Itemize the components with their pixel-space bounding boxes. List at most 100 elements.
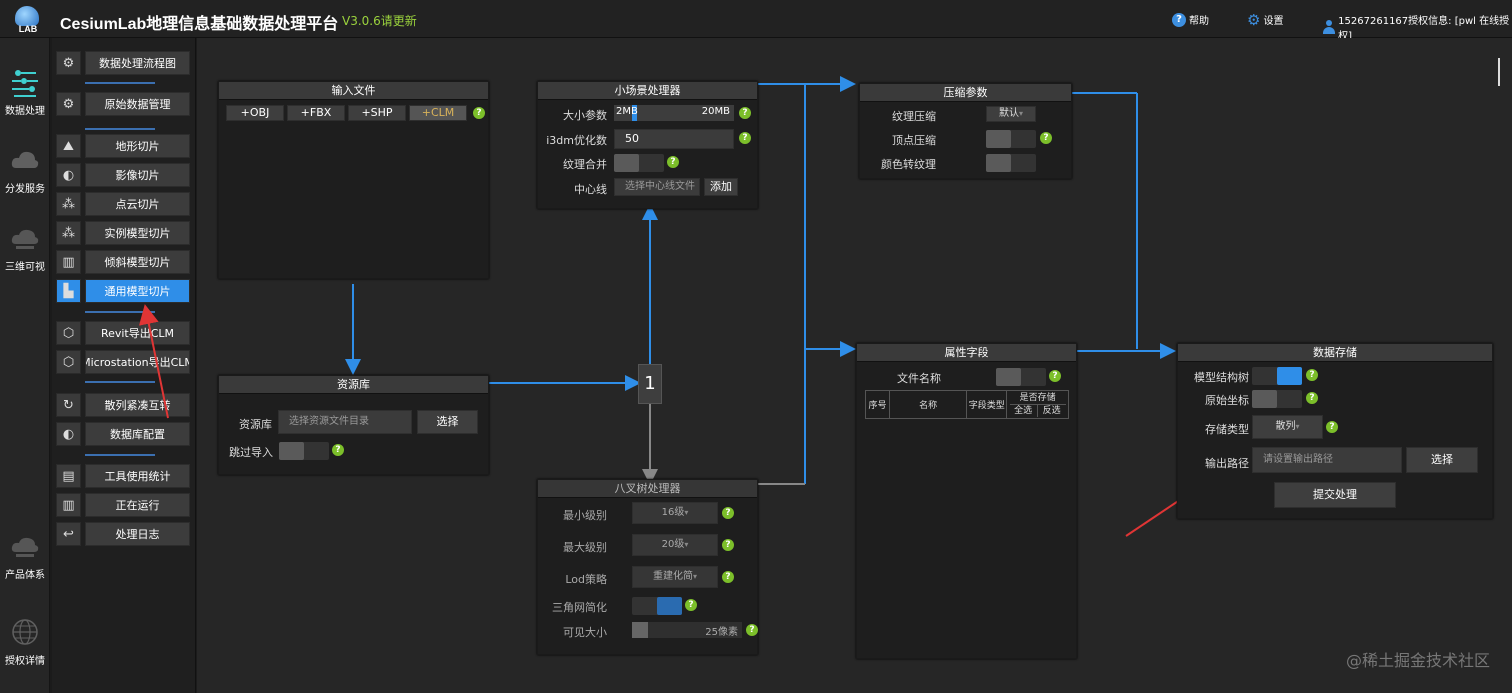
help-icon[interactable]: ?: [722, 507, 734, 519]
gear-icon: ⚙: [56, 51, 81, 75]
rail-item-data-processing[interactable]: 数据处理: [0, 68, 50, 117]
help-icon[interactable]: ?: [1040, 132, 1052, 144]
centerline-add-button[interactable]: 添加: [704, 178, 738, 196]
menu-item-general-model[interactable]: ▙ 通用模型切片: [56, 279, 194, 303]
menu-item-running[interactable]: ▥ 正在运行: [56, 493, 194, 517]
lod-select[interactable]: 重建化简▾: [632, 566, 718, 588]
rail-item-distribution[interactable]: 分发服务: [0, 146, 50, 195]
menu-item-usage-stats[interactable]: ▤ 工具使用统计: [56, 464, 194, 488]
menu-item-raw-data[interactable]: ⚙ 原始数据管理: [56, 92, 194, 116]
model-tree-label: 模型结构树: [1194, 371, 1249, 384]
texture-compress-label: 纹理压缩: [892, 110, 936, 123]
i3dm-input[interactable]: 50: [614, 129, 734, 149]
storage-type-select[interactable]: 散列▾: [1252, 415, 1323, 439]
size-slider[interactable]: 2MB 20MB: [614, 105, 734, 121]
license-link[interactable]: 15267261167授权信息: [pwl 在线授权]: [1322, 12, 1512, 42]
rail-label: 授权详情: [5, 656, 45, 667]
min-level-label: 最小级别: [563, 509, 607, 522]
mesh-simplify-toggle[interactable]: [632, 597, 682, 615]
add-shp-button[interactable]: +SHP: [348, 105, 406, 121]
centerline-input[interactable]: 选择中心线文件: [614, 178, 700, 196]
return-icon: ↩: [56, 522, 81, 546]
vertex-compress-toggle[interactable]: [986, 130, 1036, 148]
menu-item-revit-export[interactable]: ⬡ Revit导出CLM: [56, 321, 194, 345]
menu-label: 通用模型切片: [85, 279, 190, 303]
caret-down-icon: ▾: [1018, 109, 1023, 118]
sub-menu: ⚙ 数据处理流程图 ⚙ 原始数据管理 ⛰ 地形切片 ◐ 影像切片 ⁂ 点云切片 …: [52, 38, 196, 693]
max-level-select[interactable]: 20级▾: [632, 534, 718, 556]
texture-merge-toggle[interactable]: [614, 154, 664, 172]
menu-item-imagery[interactable]: ◐ 影像切片: [56, 163, 194, 187]
app-logo[interactable]: LAB: [12, 6, 42, 34]
menu-item-pointcloud[interactable]: ⁂ 点云切片: [56, 192, 194, 216]
cloud-icon: [11, 151, 39, 168]
data-storage-panel: 数据存储 模型结构树 ? 原始坐标 ? 存储类型 散列▾ ? 输出路径 请设置输…: [1177, 343, 1493, 519]
file-name-toggle[interactable]: [996, 368, 1046, 386]
menu-item-terrain[interactable]: ⛰ 地形切片: [56, 134, 194, 158]
visible-size-slider[interactable]: 25像素: [632, 622, 742, 638]
flow-canvas: 输入文件 +OBJ +FBX +SHP +CLM ? 资源库 资源库 选择资源文…: [197, 38, 1512, 693]
help-icon[interactable]: ?: [332, 444, 344, 456]
model-tree-toggle[interactable]: [1252, 367, 1302, 385]
points-icon: ⁂: [56, 192, 81, 216]
menu-label: 点云切片: [85, 192, 190, 216]
flow-merge-node[interactable]: 1: [638, 364, 662, 404]
menu-item-db-config[interactable]: ◐ 数据库配置: [56, 422, 194, 446]
model-icon: ▙: [56, 279, 81, 303]
menu-item-oblique-model[interactable]: ▥ 倾斜模型切片: [56, 250, 194, 274]
resource-dir-input[interactable]: 选择资源文件目录: [278, 410, 412, 434]
settings-link[interactable]: ⚙ 设置: [1247, 12, 1283, 27]
left-rail: 数据处理 分发服务 三维可视 产品体系: [0, 38, 50, 693]
menu-item-microstation-export[interactable]: ⬡ Microstation导出CLM: [56, 350, 194, 374]
help-icon[interactable]: ?: [1306, 392, 1318, 404]
rail-item-license[interactable]: 授权详情: [0, 618, 50, 667]
output-choose-button[interactable]: 选择: [1406, 447, 1478, 473]
skip-import-toggle[interactable]: [279, 442, 329, 460]
hex-icon: ⬡: [56, 321, 81, 345]
invert-selection-button[interactable]: 反选: [1037, 404, 1066, 417]
help-icon[interactable]: ?: [739, 107, 751, 119]
help-icon[interactable]: ?: [739, 132, 751, 144]
help-icon[interactable]: ?: [685, 599, 697, 611]
menu-item-hash-compact[interactable]: ↻ 散列紧凑互转: [56, 393, 194, 417]
menu-label: Revit导出CLM: [85, 321, 190, 345]
i3dm-label: i3dm优化数: [546, 134, 607, 147]
help-icon[interactable]: ?: [1049, 370, 1061, 382]
menu-divider: [85, 311, 155, 313]
submit-button[interactable]: 提交处理: [1274, 482, 1396, 508]
rail-item-products[interactable]: 产品体系: [0, 532, 50, 581]
help-icon[interactable]: ?: [746, 624, 758, 636]
output-path-input[interactable]: 请设置输出路径: [1252, 447, 1402, 473]
texture-compress-select[interactable]: 默认▾: [986, 106, 1036, 122]
add-fbx-button[interactable]: +FBX: [287, 105, 345, 121]
caret-down-icon: ▾: [684, 508, 689, 517]
help-link[interactable]: ? 帮助: [1172, 12, 1209, 27]
select-all-button[interactable]: 全选: [1009, 404, 1038, 417]
annotation-arrow-menu: [138, 304, 169, 419]
help-icon[interactable]: ?: [722, 571, 734, 583]
help-icon[interactable]: ?: [473, 107, 485, 119]
menu-item-instance-model[interactable]: ⁂ 实例模型切片: [56, 221, 194, 245]
help-icon[interactable]: ?: [1326, 421, 1338, 433]
visible-size-value: 25像素: [705, 627, 738, 638]
original-coord-label: 原始坐标: [1205, 394, 1249, 407]
resource-choose-button[interactable]: 选择: [417, 410, 478, 434]
menu-divider: [85, 381, 155, 383]
rail-item-3d-visual[interactable]: 三维可视: [0, 224, 50, 273]
help-icon[interactable]: ?: [722, 539, 734, 551]
menu-item-flowchart[interactable]: ⚙ 数据处理流程图: [56, 51, 194, 75]
rail-label: 分发服务: [5, 184, 45, 195]
help-icon[interactable]: ?: [1306, 369, 1318, 381]
color-to-texture-toggle[interactable]: [986, 154, 1036, 172]
building-icon: ▥: [56, 250, 81, 274]
menu-divider: [85, 454, 155, 456]
version-link[interactable]: V3.0.6请更新: [342, 14, 417, 28]
add-clm-button[interactable]: +CLM: [409, 105, 467, 121]
nodes-icon: ⁂: [56, 221, 81, 245]
original-coord-toggle[interactable]: [1252, 390, 1302, 408]
min-level-select[interactable]: 16级▾: [632, 502, 718, 524]
size-min: 2MB: [616, 106, 638, 117]
help-icon[interactable]: ?: [667, 156, 679, 168]
add-obj-button[interactable]: +OBJ: [226, 105, 284, 121]
menu-item-logs[interactable]: ↩ 处理日志: [56, 522, 194, 546]
